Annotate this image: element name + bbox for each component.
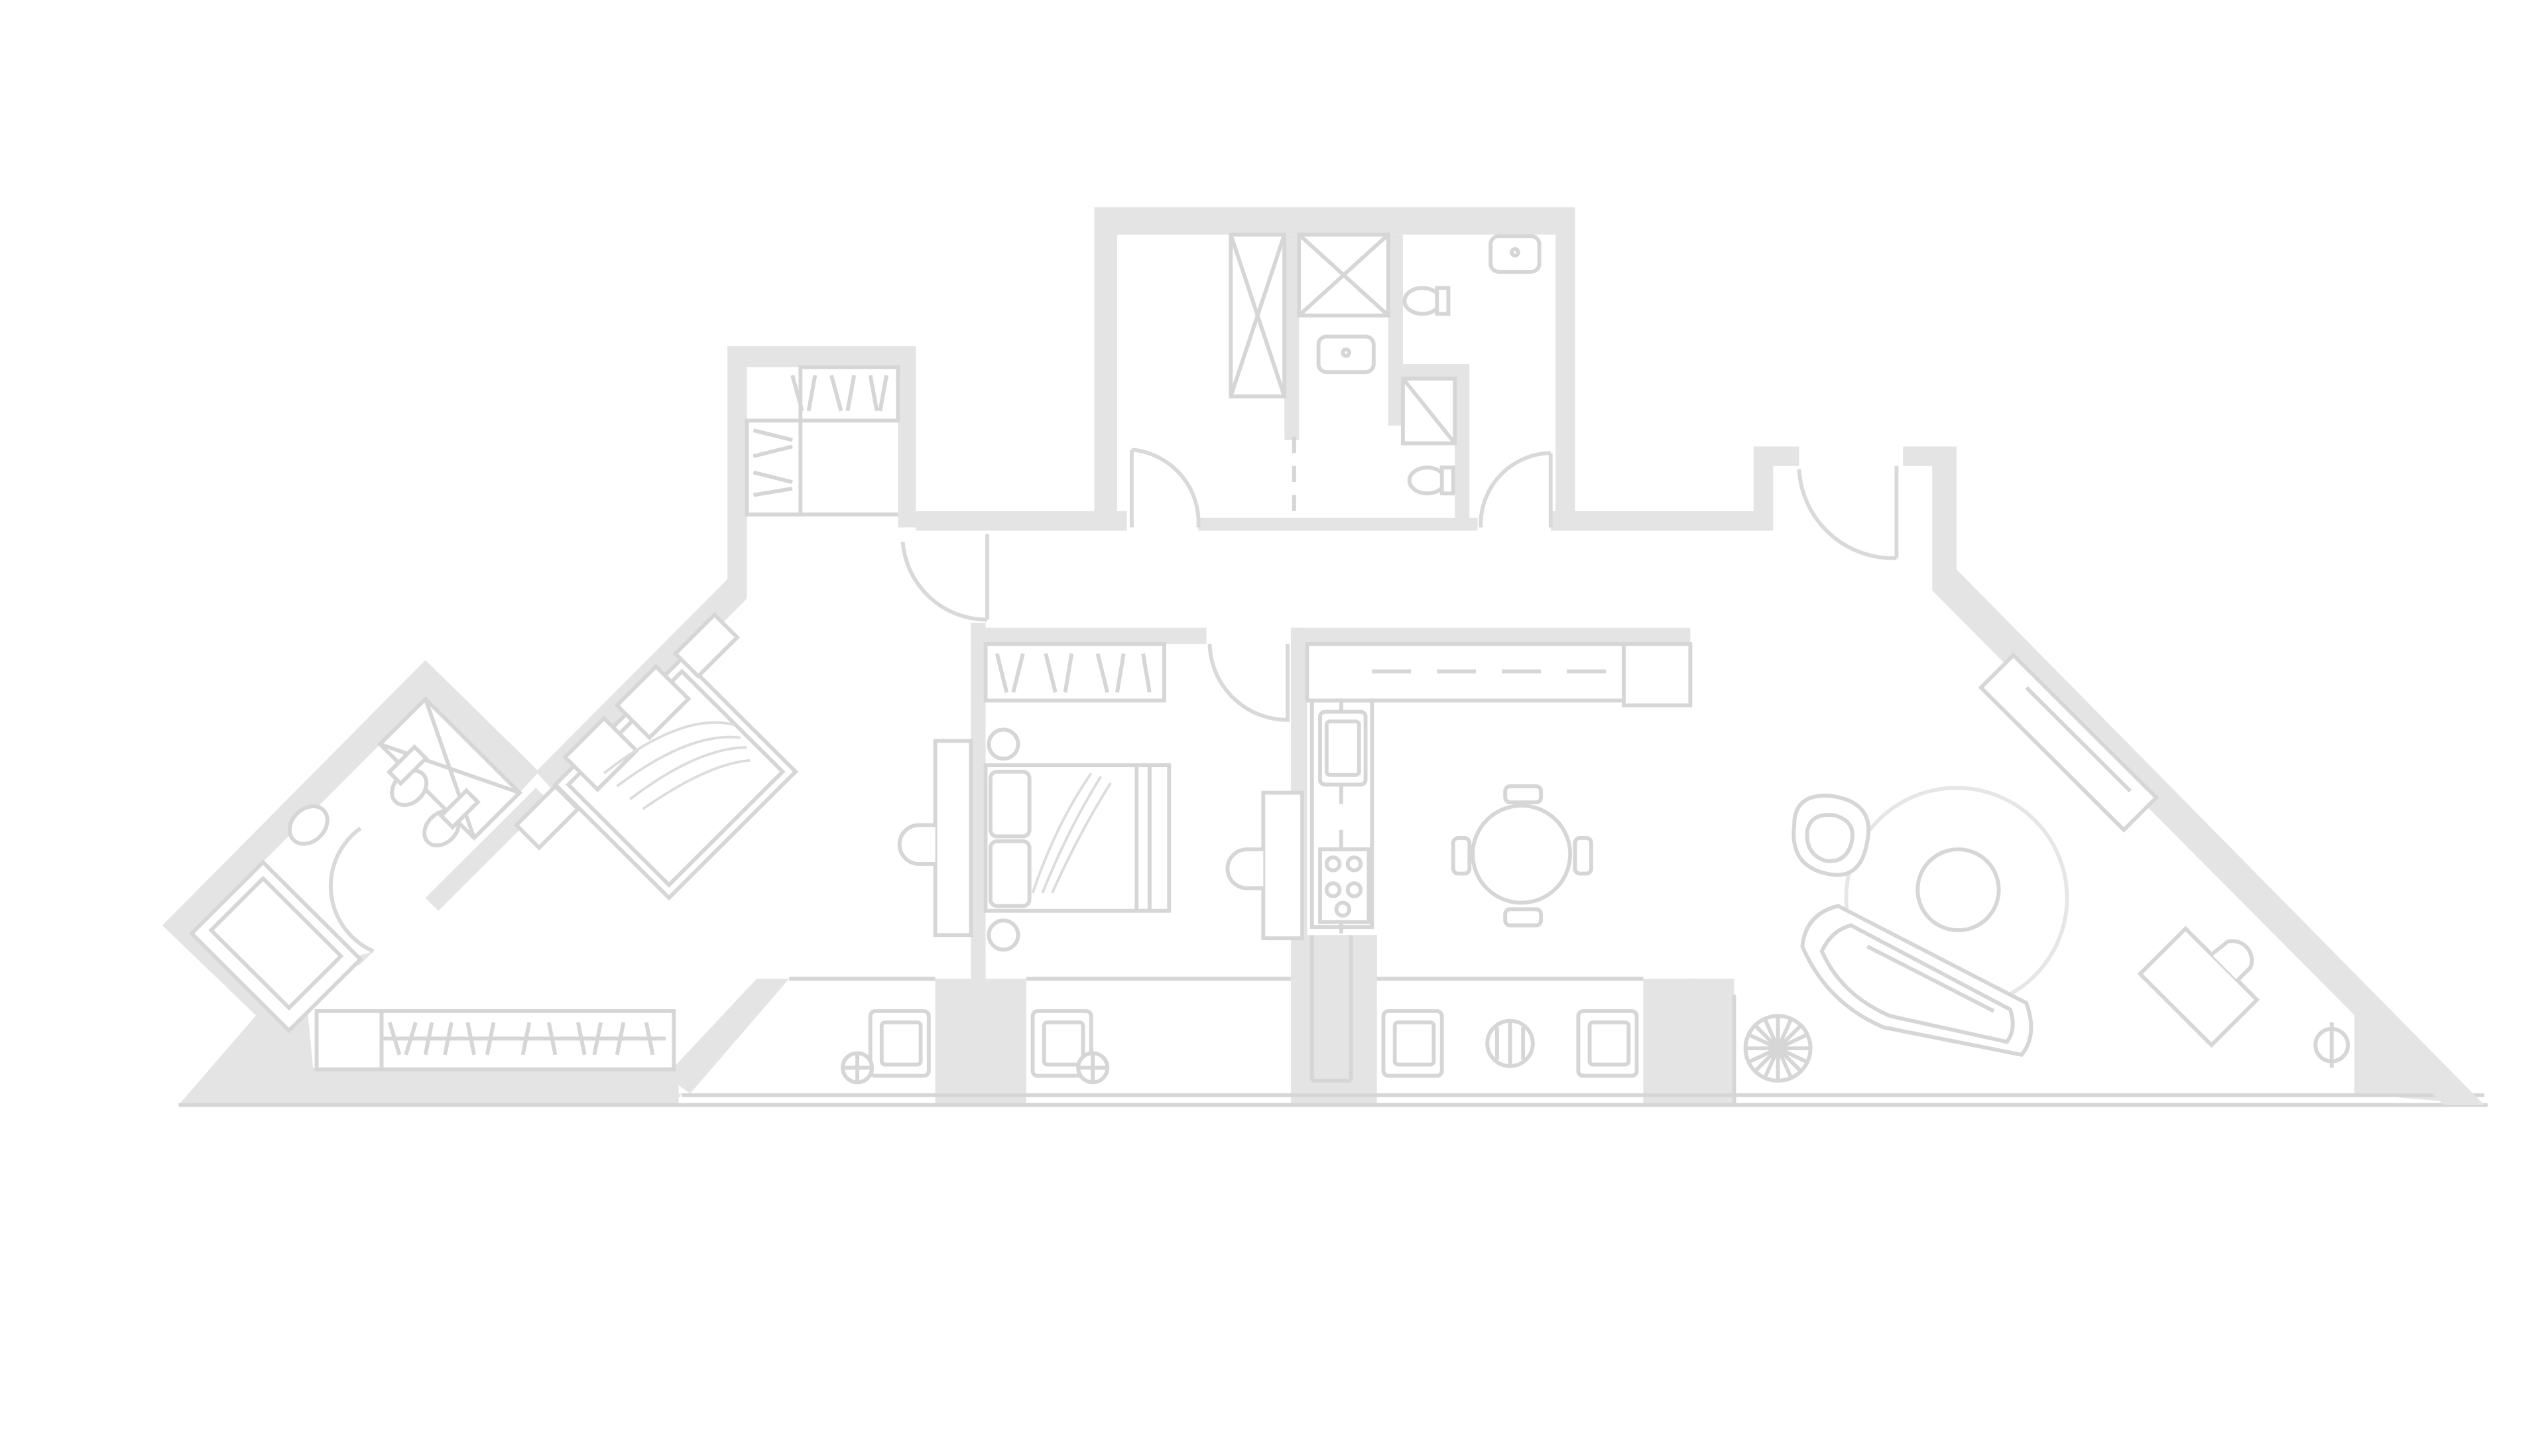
- wardrobe-icon: [314, 1009, 676, 1071]
- bath-block-bottom-left: [1094, 511, 1127, 531]
- lamp: [2313, 1022, 2350, 1068]
- door-icon: [1130, 448, 1201, 528]
- bath-outer-wall: [162, 660, 540, 934]
- lamp: [987, 727, 1020, 761]
- toilet-icon: [1407, 465, 1455, 496]
- kitchen-bottom-divider: [1357, 935, 1377, 984]
- toilet-icon: [422, 788, 481, 848]
- kitchen: [1225, 642, 1693, 941]
- closet-walls: [727, 346, 916, 579]
- right-notch-wall: [1753, 446, 1799, 531]
- fridge: [1622, 642, 1693, 707]
- plant-icon: [841, 1051, 875, 1085]
- windows: [747, 512, 1736, 1105]
- bottom-wall-segment-4: [1643, 979, 1734, 1105]
- armchair-icon: [1791, 794, 1871, 877]
- wardrobe-icon: [983, 642, 1166, 703]
- kitchen-top-wall: [1290, 627, 1691, 644]
- master-bedroom: [314, 612, 799, 1071]
- armchair-icon: [1576, 1009, 1639, 1078]
- bath-partition-3: [1388, 364, 1470, 521]
- plant-icon: [1743, 1014, 1813, 1083]
- corridor-top-wall-1: [916, 511, 1121, 531]
- door-icon: [1797, 465, 1899, 560]
- rug-icon: [1844, 786, 2069, 1010]
- sink-icon: [1488, 234, 1542, 274]
- shower-icon: [1229, 232, 1287, 398]
- sofa-icon: [1800, 904, 2033, 1058]
- toilet-icon: [1402, 286, 1451, 316]
- nightstand: [672, 612, 740, 680]
- sink-icon: [1316, 334, 1376, 375]
- door-icon: [328, 826, 375, 953]
- single-bed-icon: [983, 763, 1172, 913]
- nightstand: [513, 783, 581, 851]
- door-icon: [900, 534, 989, 622]
- bedroom2-top-wall: [971, 627, 1207, 644]
- doors: [328, 436, 1899, 953]
- desk-icon: [897, 739, 973, 938]
- shower-icon: [1297, 232, 1390, 318]
- plant-icon: [1485, 1018, 1535, 1068]
- desk-icon: [2137, 926, 2260, 1048]
- shower-icon: [1400, 377, 1457, 446]
- living-bottom-corner: [1688, 979, 1694, 995]
- kitchen-sink-icon: [1318, 709, 1368, 787]
- living-room: [1381, 652, 2350, 1083]
- bedroom2-left-wall: [971, 623, 986, 979]
- armchair-icon: [1381, 1009, 1444, 1078]
- upper-bathrooms: [1229, 232, 1542, 496]
- bottom-slant-wall: [666, 979, 790, 1094]
- bedroom-2: [841, 642, 1172, 1085]
- dining-table-icon: [1451, 784, 1593, 928]
- double-bed-icon: [552, 655, 799, 901]
- bedroom2-bottom-divider: [971, 971, 986, 987]
- door-icon: [1207, 644, 1290, 722]
- toilet-icon: [386, 744, 429, 808]
- bottom-wall-segment-1: [305, 1067, 679, 1105]
- lamp: [987, 918, 1020, 952]
- bottom-right-corner: [2354, 987, 2484, 1105]
- door-icon: [1479, 451, 1553, 528]
- left-bathroom: [188, 696, 522, 1034]
- plant-icon: [1076, 1051, 1110, 1085]
- bath-inner-wall: [425, 788, 549, 911]
- bottom-wall-segment-2: [935, 979, 1026, 1105]
- armchair-icon: [1030, 1009, 1093, 1078]
- bath-partition-1: [1284, 234, 1300, 440]
- bath-block-bottom-mid: [1198, 517, 1478, 531]
- stove-icon: [1318, 847, 1371, 924]
- desk-icon: [1225, 790, 1305, 941]
- bath-block-bottom-right: [1550, 511, 1770, 531]
- desk-icon: [1978, 652, 2159, 833]
- bath-partition: [353, 711, 400, 757]
- walk-in-closet: [745, 365, 900, 516]
- bathtub-icon: [188, 859, 363, 1034]
- sink-icon: [287, 804, 330, 846]
- armchair-icon: [868, 1009, 931, 1078]
